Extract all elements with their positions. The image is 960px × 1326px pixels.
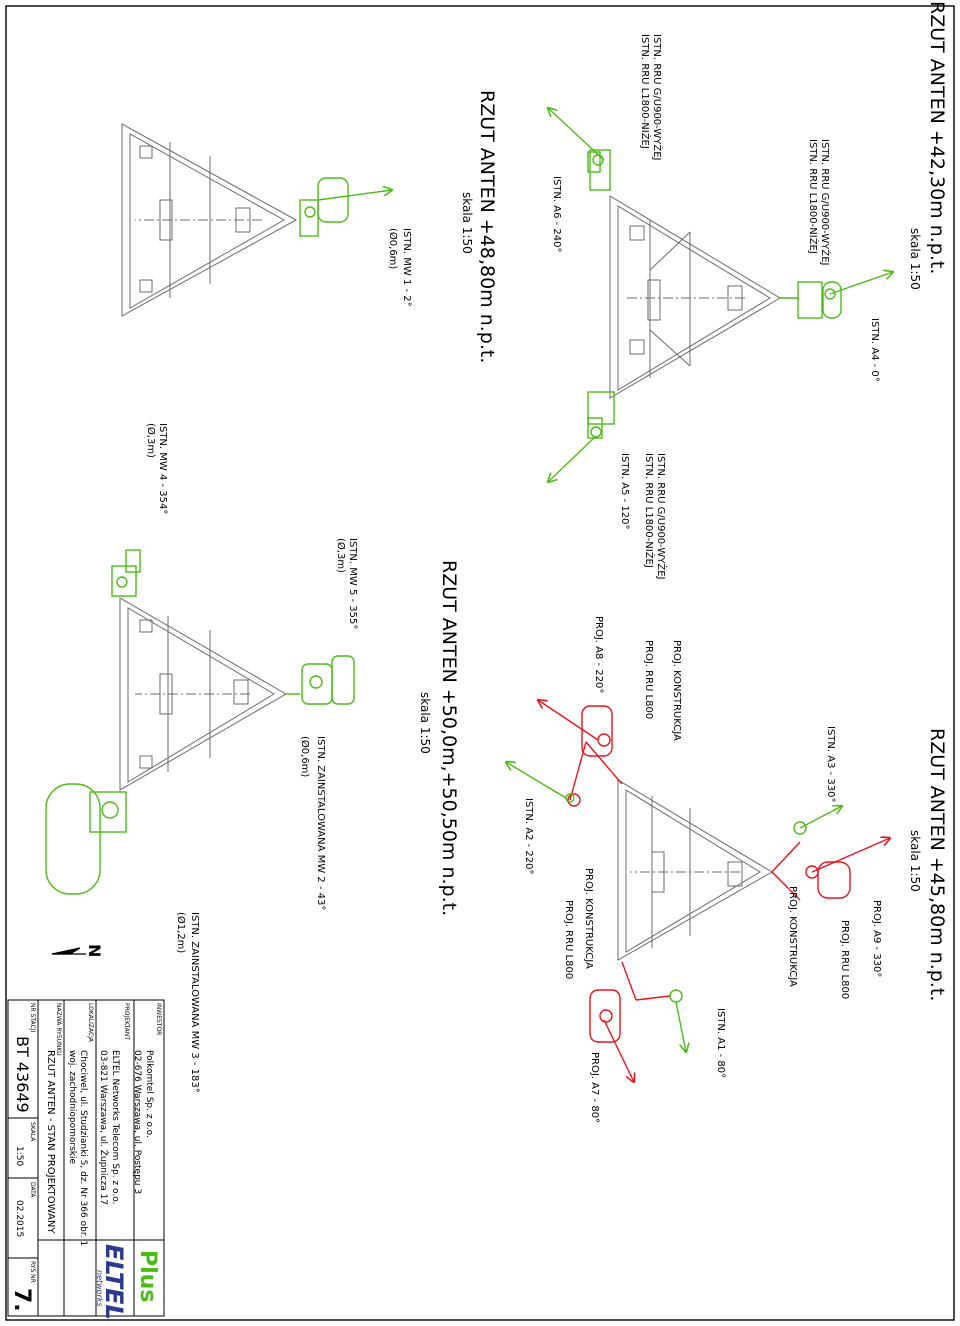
logo-plus: Plus bbox=[135, 1250, 160, 1303]
plan-50-mw bbox=[45, 549, 355, 895]
label-p4-mw3-diam: (Ø1,2m) bbox=[175, 912, 186, 954]
label-p4-mw4-diam: (Ø,3m) bbox=[145, 423, 156, 458]
plan-title-48-80: RZUT ANTEN +48,80m n.p.t. bbox=[476, 90, 498, 364]
plan-title-42-30: RZUT ANTEN +42,30m n.p.t. bbox=[926, 1, 948, 275]
plan-scale-45-80: skala 1:50 bbox=[908, 830, 922, 892]
label-p1-a4: ISTN. A4 - 0° bbox=[869, 318, 880, 382]
plan-scale-48-80: skala 1:50 bbox=[460, 192, 474, 254]
label-p2-konstr1: PROJ. KONSTRUKCJA bbox=[787, 886, 798, 987]
label-p3-mw1: ISTN. MW 1 - 2° bbox=[401, 228, 412, 307]
logo-eltel: ELTEL bbox=[100, 1244, 128, 1320]
label-p4-mw2-diam: (Ø0,6m) bbox=[299, 736, 310, 778]
title-block-frame bbox=[7, 999, 165, 1317]
tb-inwestor-2: 02-676 Warszawa, ul. Postępu 3 bbox=[132, 1050, 142, 1195]
label-p1-rru-b: ISTN. RRU L1800-NIŻEJ bbox=[807, 139, 818, 254]
tb-nazwa-label: NAZWA RYSUNKU bbox=[55, 1003, 62, 1056]
tb-skala-label: SKALA bbox=[29, 1122, 36, 1142]
label-p4-mw5: ISTN. MW 5 - 355° bbox=[347, 538, 358, 630]
label-p2-rru3: PROJ. RRU L800 bbox=[563, 900, 574, 980]
label-p1-a6: ISTN. A6 - 240° bbox=[551, 176, 562, 253]
label-p1-rru-d: ISTN. RRU L1800-NIŻEJ bbox=[643, 453, 654, 568]
label-p2-konstr3: PROJ. KONSTRUKCJA bbox=[583, 868, 594, 969]
tb-nazwa: RZUT ANTEN - STAN PROJEKTOWANY bbox=[45, 1050, 56, 1234]
label-p2-a7: PROJ. A7 - 80° bbox=[589, 1052, 600, 1124]
label-p1-rru-c: ISTN. RRU G/U900-WYŻEJ bbox=[655, 453, 666, 580]
tb-data: 02.2015 bbox=[14, 1200, 24, 1238]
plan-48-80-triangle bbox=[121, 123, 298, 317]
north-letter: N bbox=[85, 944, 104, 958]
label-p2-a1: ISTN. A1 - 80° bbox=[715, 1008, 726, 1079]
tb-lokalizacja-1: Chociwel, ul. Studzianki 5, dz. Nr 366 o… bbox=[78, 1050, 88, 1247]
plan-42-30-triangle bbox=[609, 195, 781, 399]
label-p2-konstr2: PROJ. KONSTRUKCJA bbox=[671, 640, 682, 741]
tb-rys-nr: 7. bbox=[9, 1288, 34, 1312]
label-p4-mw3: ISTN. ZAINSTALOWANA MW 3 - 183° bbox=[189, 912, 200, 1093]
plan-title-50: RZUT ANTEN +50,0m,+50,50m n.p.t. bbox=[438, 560, 460, 917]
tb-rys-nr-label: RYS NR bbox=[29, 1261, 36, 1283]
tb-inwestor-label: INWESTOR bbox=[155, 1003, 162, 1036]
plan-45-80-existing bbox=[506, 762, 842, 1052]
plan-scale-42-30: skala 1:50 bbox=[908, 228, 922, 290]
tb-projektant-2: 03-821 Warszawa, ul. Żupnicza 17 bbox=[98, 1050, 108, 1206]
tb-projektant-label: PROJEKTANT bbox=[123, 1003, 130, 1040]
label-p1-a5: ISTN. A5 - 120° bbox=[619, 453, 630, 530]
label-p1-rru-e: ISTN. RRU G/U900-WYŻEJ bbox=[651, 34, 662, 161]
logo-eltel-networks: networks bbox=[95, 1270, 104, 1307]
plan-50-triangle bbox=[119, 597, 287, 791]
tb-data-label: DATA bbox=[29, 1182, 36, 1198]
tb-projektant-1: ELTEL Networks Telecom Sp. z o.o. bbox=[110, 1050, 120, 1205]
label-p2-rru1: PROJ. RRU L800 bbox=[839, 920, 850, 1000]
label-p4-mw4: ISTN. MW 4 - 354° bbox=[157, 423, 168, 515]
label-p2-a3: ISTN. A3 - 330° bbox=[825, 726, 836, 803]
plan-45-80-proposed bbox=[538, 700, 890, 1082]
tb-inwestor-1: Polkomtel Sp. z o.o. bbox=[144, 1050, 154, 1138]
tb-nr-stacji-label: NR STACJI bbox=[29, 1003, 36, 1033]
plan-45-80-triangle bbox=[617, 779, 773, 961]
label-p4-mw2: ISTN. ZAINSTALOWANA MW 2 - 43° bbox=[315, 736, 326, 911]
tb-skala: 1:50 bbox=[14, 1146, 24, 1167]
label-p4-mw5-diam: (Ø,3m) bbox=[335, 538, 346, 573]
label-p3-mw1-diam: (Ø0,6m) bbox=[387, 228, 398, 270]
label-p2-a8: PROJ. A8 - 220° bbox=[593, 616, 604, 694]
label-p2-a9: PROJ. A9 - 330° bbox=[871, 900, 882, 978]
tb-lokalizacja-2: woj. zachodniopomorskie bbox=[67, 1050, 77, 1165]
label-p2-a2: ISTN. A2 - 220° bbox=[523, 798, 534, 875]
label-p2-rru2: PROJ. RRU L800 bbox=[643, 640, 654, 720]
tb-nr-stacji: BT 43649 bbox=[13, 1036, 32, 1113]
plan-48-80-mw bbox=[299, 177, 392, 237]
label-p1-rru-f: ISTN. RRU L1800-NIŻEJ bbox=[639, 34, 650, 149]
north-arrow bbox=[51, 947, 86, 955]
tb-lokalizacja-label: LOKALIZACJA bbox=[87, 1003, 94, 1042]
label-p1-rru-a: ISTN. RRU G/U900-WYŻEJ bbox=[819, 139, 830, 266]
plan-scale-50: skala 1:50 bbox=[418, 692, 432, 754]
plan-42-30-antennas bbox=[548, 108, 893, 482]
plan-title-45-80: RZUT ANTEN +45,80m n.p.t. bbox=[926, 728, 948, 1002]
sheet-frame bbox=[5, 5, 955, 1321]
